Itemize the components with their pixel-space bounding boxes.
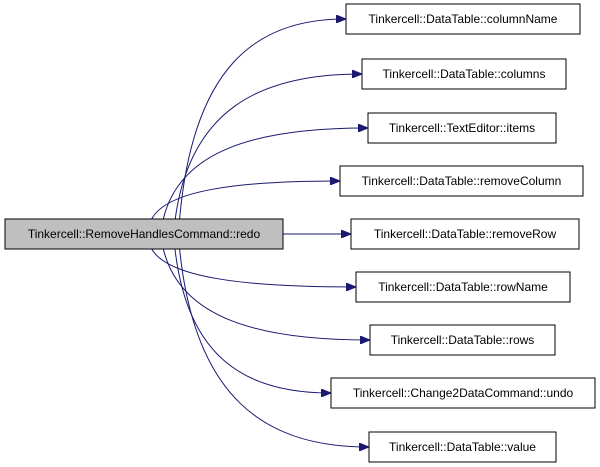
target-node-label: Tinkercell::DataTable::value xyxy=(389,440,536,454)
target-node-box xyxy=(339,165,584,197)
target-node-label: Tinkercell::DataTable::columnName xyxy=(369,12,558,26)
call-edge xyxy=(179,248,368,447)
target-node-box xyxy=(367,112,557,144)
call-edge xyxy=(162,248,369,340)
call-edge xyxy=(174,74,361,220)
target-node-label: Tinkercell::DataTable::columns xyxy=(383,67,546,81)
target-node[interactable]: Tinkercell::Change2DataCommand::undo xyxy=(330,377,596,409)
source-node-box xyxy=(4,218,284,250)
target-node-label: Tinkercell::TextEditor::items xyxy=(389,121,535,135)
target-node-label: Tinkercell::DataTable::removeColumn xyxy=(362,174,562,188)
source-node-label: Tinkercell::RemoveHandlesCommand::redo xyxy=(28,227,261,241)
call-edge xyxy=(162,128,367,220)
target-node[interactable]: Tinkercell::DataTable::value xyxy=(368,431,557,463)
target-node[interactable]: Tinkercell::TextEditor::items xyxy=(367,112,557,144)
target-node-box xyxy=(355,271,571,303)
target-node-label: Tinkercell::DataTable::rowName xyxy=(378,280,548,294)
target-node-box xyxy=(345,3,581,35)
target-node-box xyxy=(369,324,556,356)
target-node[interactable]: Tinkercell::DataTable::columns xyxy=(361,58,567,90)
target-node[interactable]: Tinkercell::DataTable::removeRow xyxy=(350,218,580,250)
target-node[interactable]: Tinkercell::DataTable::rowName xyxy=(355,271,571,303)
call-edge xyxy=(174,248,330,393)
target-node[interactable]: Tinkercell::DataTable::removeColumn xyxy=(339,165,584,197)
target-node[interactable]: Tinkercell::DataTable::columnName xyxy=(345,3,581,35)
target-node-box xyxy=(350,218,580,250)
target-node-box xyxy=(330,377,596,409)
target-node[interactable]: Tinkercell::DataTable::rows xyxy=(369,324,556,356)
call-edge xyxy=(151,181,339,220)
target-node-box xyxy=(361,58,567,90)
target-node-label: Tinkercell::DataTable::rows xyxy=(391,333,535,347)
target-node-label: Tinkercell::DataTable::removeRow xyxy=(374,227,557,241)
target-node-label: Tinkercell::Change2DataCommand::undo xyxy=(353,386,574,400)
source-node[interactable]: Tinkercell::RemoveHandlesCommand::redo xyxy=(4,218,284,250)
call-edge xyxy=(179,19,345,220)
target-node-box xyxy=(368,431,557,463)
call-edge xyxy=(151,248,355,287)
